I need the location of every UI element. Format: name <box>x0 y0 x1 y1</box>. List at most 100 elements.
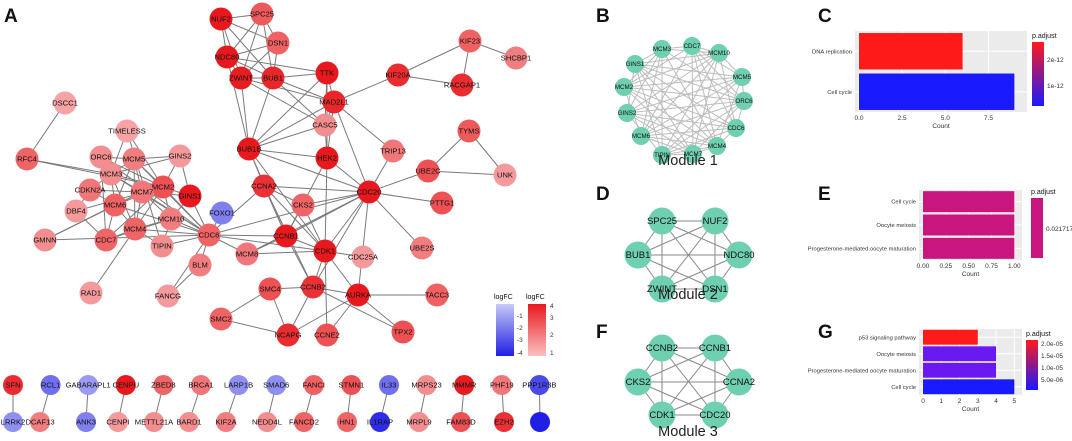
gene-node-tacc3[interactable]: TACC3 <box>425 283 449 307</box>
module-node-gins1[interactable]: GINS1 <box>626 55 645 73</box>
gene-node-cenpi[interactable] <box>108 412 128 432</box>
gene-node-rcl1[interactable] <box>40 375 61 395</box>
gene-node-fancd2[interactable] <box>294 412 314 432</box>
gene-node-fancg[interactable]: FANCG <box>155 284 181 308</box>
module-node-zwint[interactable]: ZWINT <box>647 275 677 303</box>
gene-node-ppp1r3b[interactable] <box>529 375 550 395</box>
gene-node-ccna2[interactable]: CCNA2 <box>251 174 277 198</box>
module-node-spc25[interactable]: SPC25 <box>647 207 677 235</box>
gene-node-rad1[interactable]: RAD1 <box>79 281 103 305</box>
gene-node-rfc4[interactable]: RFC4 <box>15 147 39 171</box>
gene-node-cdc20[interactable]: CDC20 <box>357 180 382 204</box>
gene-node-mcm10[interactable]: MCM10 <box>158 207 185 231</box>
gene-node-cdc25a[interactable]: CDC25A <box>348 245 379 269</box>
gene-node-mad2l1[interactable]: MAD2L1 <box>319 90 349 114</box>
gene-node-unk[interactable]: UNK <box>493 163 517 187</box>
module-node-nuf2[interactable]: NUF2 <box>701 207 729 235</box>
gene-node-tipin[interactable]: TIPIN <box>150 234 174 258</box>
gene-node-nedd4l[interactable] <box>257 412 277 432</box>
module-node-cdk1[interactable]: CDK1 <box>648 401 676 429</box>
gene-node-il33[interactable] <box>379 375 399 395</box>
gene-node-casc5[interactable]: CASC5 <box>312 113 338 137</box>
gene-node-mcm7[interactable]: MCM7 <box>130 180 154 204</box>
gene-node-mcm8[interactable]: MCM8 <box>235 242 259 266</box>
module-node-ndc80[interactable]: NDC80 <box>723 241 755 269</box>
module-node-mcm5[interactable]: MCM5 <box>733 68 752 86</box>
gene-node-ttk[interactable]: TTK <box>315 61 339 85</box>
gene-node-stmn1[interactable] <box>341 375 362 395</box>
module-node-mcm4[interactable]: MCM4 <box>708 137 727 155</box>
gene-node-bub1[interactable]: BUB1 <box>261 66 285 90</box>
gene-node-ndc80[interactable]: NDC80 <box>215 45 240 69</box>
gene-node-hek2[interactable]: HEK2 <box>315 146 339 170</box>
gene-node-cdk1[interactable]: CDK1 <box>313 239 337 263</box>
module-node-mcm6[interactable]: MCM6 <box>632 127 651 145</box>
module-node-gins2[interactable]: GINS2 <box>618 104 637 122</box>
gene-node-cdkn2a[interactable]: CDKN2A <box>75 178 107 202</box>
gene-node-zwint[interactable]: ZWINT <box>229 66 253 90</box>
module-node-mcm3[interactable]: MCM3 <box>653 40 672 58</box>
gene-node-hn1[interactable] <box>337 412 357 432</box>
gene-node-mcm6[interactable]: MCM6 <box>103 193 127 217</box>
gene-node-tpx2[interactable]: TPX2 <box>391 320 415 344</box>
gene-node-sfn[interactable] <box>3 375 23 395</box>
gene-node-fanci[interactable] <box>303 375 324 395</box>
gene-node-phf19[interactable] <box>491 375 512 395</box>
gene-node-il1rap[interactable] <box>370 412 390 432</box>
module-node-mcm7[interactable]: MCM7 <box>684 145 703 163</box>
module-node-ccna2[interactable]: CCNA2 <box>723 368 755 396</box>
gene-node-lrrk2[interactable] <box>3 412 23 432</box>
gene-node-gmnn[interactable]: GMNN <box>33 228 57 252</box>
gene-node-larp1b[interactable] <box>228 375 249 395</box>
gene-node-ccnb1[interactable]: CCNB1 <box>273 224 299 248</box>
gene-node-ube2s[interactable]: UBE2S <box>410 236 435 260</box>
gene-node-blm[interactable]: BLM <box>188 253 212 277</box>
gene-node-kif23[interactable]: KIF23 <box>458 29 482 53</box>
gene-node-mrps23[interactable] <box>416 375 437 395</box>
gene-node-smad6[interactable] <box>266 375 287 395</box>
gene-node-cdc7[interactable]: CDC7 <box>94 228 118 252</box>
gene-node-mrpl9[interactable] <box>409 412 429 432</box>
gene-node-cks2[interactable]: CKS2 <box>291 193 315 217</box>
gene-node-ezh2[interactable] <box>494 412 514 432</box>
gene-node-trip13[interactable]: TRIP13 <box>380 139 406 163</box>
module-node-ccnb1[interactable]: CCNB1 <box>699 334 731 362</box>
gene-node-ube2c[interactable]: UBE2C <box>415 159 441 183</box>
gene-node-ccnb2[interactable]: CCNB2 <box>300 275 326 299</box>
gene-node-smc4[interactable]: SMC4 <box>258 277 282 301</box>
gene-node-mcm3[interactable]: MCM3 <box>99 162 123 186</box>
gene-node-cdc6[interactable]: CDC6 <box>197 223 221 247</box>
gene-node-mmmr[interactable] <box>454 375 475 395</box>
module-node-bub1[interactable]: BUB1 <box>624 241 652 269</box>
gene-node-foxo1[interactable]: FOXO1 <box>209 201 235 225</box>
gene-node-spc25[interactable]: SPC25 <box>250 2 274 26</box>
gene-node-unlabeled[interactable] <box>530 412 550 432</box>
gene-node-dscc1[interactable]: DSCC1 <box>52 91 78 115</box>
gene-node-fam83d[interactable] <box>451 412 471 432</box>
gene-node-smc2[interactable]: SMC2 <box>209 307 233 331</box>
module-node-cdc20[interactable]: CDC20 <box>699 401 731 429</box>
gene-node-dbf4[interactable]: DBF4 <box>64 199 88 223</box>
gene-node-gins2[interactable]: GINS2 <box>168 144 192 168</box>
gene-node-bub1b[interactable]: BUB1B <box>237 137 262 161</box>
gene-node-aurka[interactable]: AURKA <box>345 283 372 307</box>
gene-node-tyms[interactable]: TYMS <box>457 119 481 143</box>
gene-node-racgap1[interactable]: RACGAP1 <box>444 73 480 97</box>
module-node-cdc7[interactable]: CDC7 <box>683 37 701 55</box>
module-node-mcm10[interactable]: MCM10 <box>708 44 730 62</box>
gene-node-mcm2[interactable]: MCM2 <box>151 175 175 199</box>
gene-node-ank3[interactable] <box>76 412 96 432</box>
gene-node-ccne2[interactable]: CCNE2 <box>314 323 340 347</box>
module-node-tipin[interactable]: TIPIN <box>653 146 671 164</box>
gene-node-nuf2[interactable]: NUF2 <box>209 7 233 31</box>
gene-node-dcaf13[interactable] <box>30 412 50 432</box>
gene-node-kif20a[interactable]: KIF20A <box>385 63 412 87</box>
gene-node-gabarapl1[interactable] <box>78 375 99 395</box>
gene-node-zbed8[interactable] <box>153 375 174 395</box>
gene-node-shcbp1[interactable]: SHCBP1 <box>501 46 531 70</box>
gene-node-orc6[interactable]: ORC6 <box>89 145 113 169</box>
gene-node-pttg1[interactable]: PTTG1 <box>430 191 454 215</box>
gene-node-mcm5[interactable]: MCM5 <box>122 147 146 171</box>
gene-node-cenpu[interactable] <box>115 375 136 395</box>
module-node-orc6[interactable]: ORC6 <box>735 92 753 110</box>
